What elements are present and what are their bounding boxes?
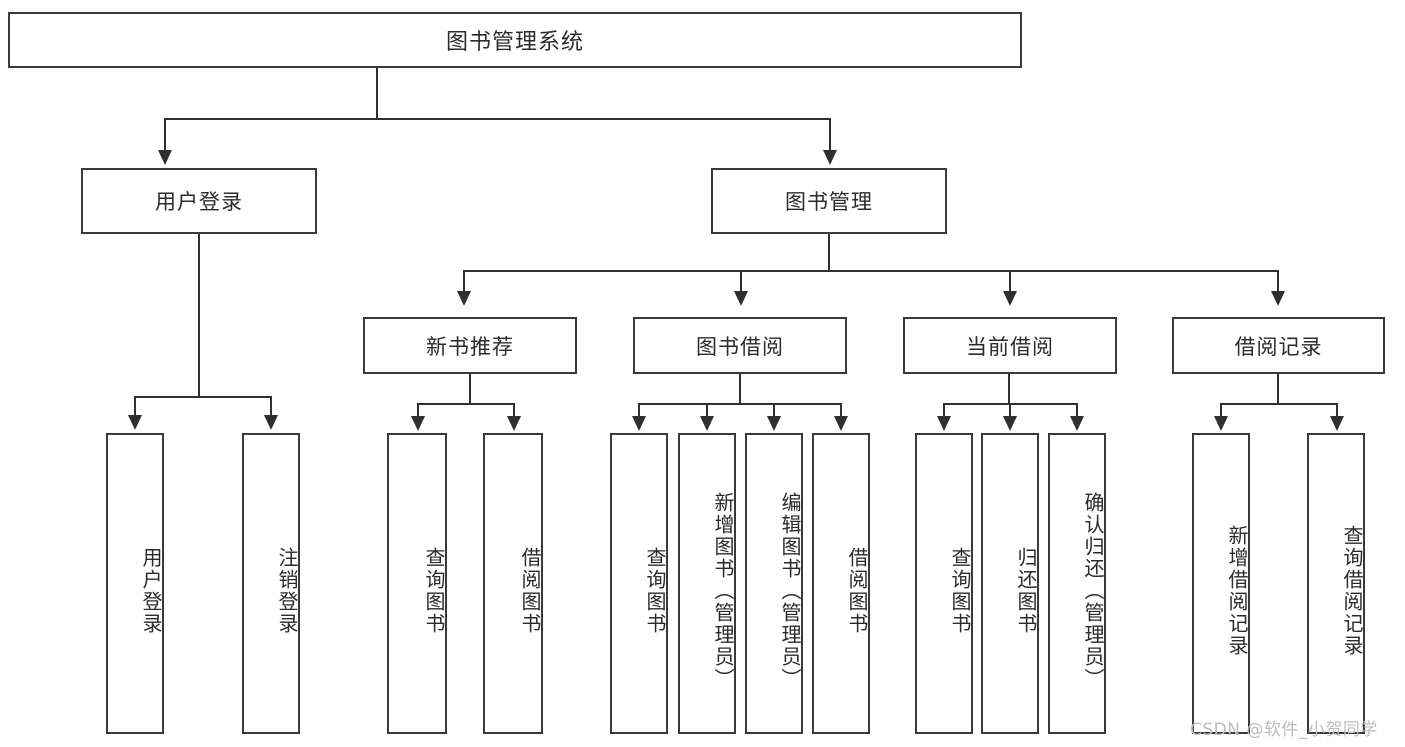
edge-bm-to-current-borrow (1009, 270, 1011, 294)
edge-new-book-to-leaf-1 (417, 403, 419, 419)
edge-bm-to-new-book (463, 270, 465, 294)
leaf-book-borrow-borrow-book[interactable]: 借阅图书 (812, 433, 870, 734)
arrow-user-login-leaf-1-icon (128, 415, 142, 430)
node-root-book-management-system[interactable]: 图书管理系统 (8, 12, 1022, 68)
edge-book-borrow-to-leaf-2 (706, 403, 708, 419)
leaf-new-book-query-book[interactable]: 查询图书 (387, 433, 447, 734)
arrow-new-book-leaf-2-icon (507, 416, 521, 431)
edge-root-stem (376, 68, 378, 118)
arrow-bm-book-borrow-icon (734, 291, 748, 306)
edge-borrow-record-bus (1220, 403, 1336, 405)
leaf-borrow-record-query-record[interactable]: 查询借阅记录 (1307, 433, 1365, 734)
edge-new-book-bus (417, 403, 514, 405)
node-new-book-recommend[interactable]: 新书推荐 (363, 317, 577, 374)
leaf-book-borrow-edit-book-admin[interactable]: 编辑图书（管理员） (745, 433, 803, 734)
edge-root-to-user-login (164, 118, 166, 153)
edge-new-book-to-leaf-2 (513, 403, 515, 419)
arrow-current-borrow-leaf-3-icon (1070, 416, 1084, 431)
arrow-book-borrow-leaf-3-icon (767, 416, 781, 431)
edge-user-login-bus (134, 396, 270, 398)
edge-borrow-record-to-leaf-2 (1336, 403, 1338, 419)
edge-book-management-bus (463, 270, 1278, 272)
leaf-book-borrow-query-book[interactable]: 查询图书 (610, 433, 668, 734)
node-current-borrow[interactable]: 当前借阅 (903, 317, 1117, 374)
edge-book-borrow-to-leaf-4 (840, 403, 842, 419)
arrow-book-borrow-leaf-1-icon (632, 416, 646, 431)
edge-root-bus (164, 118, 829, 120)
arrow-borrow-record-leaf-1-icon (1214, 416, 1228, 431)
leaf-current-borrow-query-book[interactable]: 查询图书 (915, 433, 973, 734)
edge-bm-to-borrow-record (1277, 270, 1279, 294)
leaf-borrow-record-add-record[interactable]: 新增借阅记录 (1192, 433, 1250, 734)
arrow-bm-current-borrow-icon (1003, 291, 1017, 306)
arrow-current-borrow-leaf-1-icon (937, 416, 951, 431)
edge-book-borrow-to-leaf-3 (773, 403, 775, 419)
arrow-bm-new-book-icon (457, 291, 471, 306)
edge-bm-to-book-borrow (740, 270, 742, 294)
node-book-borrow[interactable]: 图书借阅 (633, 317, 847, 374)
leaf-current-borrow-return-book[interactable]: 归还图书 (981, 433, 1039, 734)
edge-user-login-stem (198, 234, 200, 396)
edge-current-borrow-to-leaf-2 (1009, 403, 1011, 419)
edge-book-borrow-bus (638, 403, 841, 405)
edge-current-borrow-stem (1008, 374, 1010, 403)
leaf-user-login[interactable]: 用户登录 (106, 433, 164, 734)
leaf-new-book-borrow-book[interactable]: 借阅图书 (483, 433, 543, 734)
edge-user-login-to-leaf-2 (270, 396, 272, 418)
edge-new-book-stem (469, 374, 471, 403)
leaf-logout-login[interactable]: 注销登录 (242, 433, 300, 734)
node-book-management[interactable]: 图书管理 (711, 168, 947, 234)
watermark-text: CSDN @软件_小贺同学 (1190, 720, 1378, 740)
leaf-book-borrow-add-book-admin[interactable]: 新增图书（管理员） (678, 433, 736, 734)
edge-book-management-stem (828, 234, 830, 270)
edge-book-borrow-stem (739, 374, 741, 403)
arrow-user-login-leaf-2-icon (264, 415, 278, 430)
edge-book-borrow-to-leaf-1 (638, 403, 640, 419)
node-user-login[interactable]: 用户登录 (81, 168, 317, 234)
arrow-new-book-leaf-1-icon (411, 416, 425, 431)
edge-borrow-record-to-leaf-1 (1220, 403, 1222, 419)
arrow-borrow-record-leaf-2-icon (1330, 416, 1344, 431)
edge-root-to-book-management (829, 118, 831, 153)
arrow-book-borrow-leaf-2-icon (700, 416, 714, 431)
edge-current-borrow-to-leaf-3 (1076, 403, 1078, 419)
arrow-book-borrow-leaf-4-icon (834, 416, 848, 431)
arrow-root-to-user-login-icon (158, 150, 172, 165)
node-borrow-record[interactable]: 借阅记录 (1172, 317, 1385, 374)
edge-user-login-to-leaf-1 (134, 396, 136, 418)
arrow-root-to-book-management-icon (823, 150, 837, 165)
leaf-current-borrow-confirm-return-admin[interactable]: 确认归还（管理员） (1048, 433, 1106, 734)
edge-borrow-record-stem (1277, 374, 1279, 403)
edge-current-borrow-to-leaf-1 (943, 403, 945, 419)
arrow-current-borrow-leaf-2-icon (1003, 416, 1017, 431)
arrow-bm-borrow-record-icon (1271, 291, 1285, 306)
